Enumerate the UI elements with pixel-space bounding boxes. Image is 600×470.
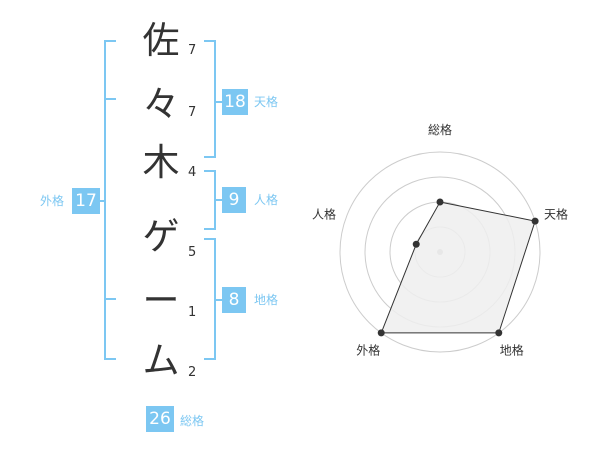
radar-point-2 <box>531 217 539 225</box>
stroke-count-6: 2 <box>188 365 197 380</box>
stroke-count-4: 5 <box>188 245 197 260</box>
stroke-count-1: 7 <box>188 43 197 58</box>
radar-point-5 <box>412 240 420 248</box>
radar-area <box>380 201 536 334</box>
stroke-count-5: 1 <box>188 305 197 320</box>
radar-point-3 <box>495 329 503 337</box>
soukaku-label: 総格 <box>180 414 205 428</box>
radar-points <box>377 198 539 337</box>
gaikaku-value: 17 <box>72 188 100 214</box>
jinkaku-value: 9 <box>222 187 246 213</box>
name-char-6: ム <box>142 339 180 382</box>
stroke-count-2: 7 <box>188 105 197 120</box>
radar-axis-label-1: 総格 <box>428 122 452 137</box>
radar-axis-label-5: 人格 <box>312 206 336 221</box>
name-char-4: ゲ <box>142 215 180 258</box>
tenkaku-value: 18 <box>222 89 248 115</box>
tenkaku-label: 天格 <box>254 95 279 109</box>
radar-axis-label-3: 地格 <box>500 343 524 358</box>
radar-axis-label-2: 天格 <box>544 206 568 221</box>
chikaku-label: 地格 <box>254 293 279 307</box>
jinkaku-label: 人格 <box>254 193 279 207</box>
name-char-2: 々 <box>142 83 180 126</box>
radar-point-1 <box>436 198 444 206</box>
name-char-3: 木 <box>142 141 180 184</box>
radar-axis-label-4: 外格 <box>356 343 380 358</box>
gaikaku-label: 外格 <box>40 194 65 208</box>
radar-grid-ring-4 <box>339 151 541 353</box>
radar-point-4 <box>377 329 385 337</box>
stroke-count-3: 4 <box>188 165 197 180</box>
chikaku-value: 8 <box>222 287 246 313</box>
name-char-1: 佐 <box>142 19 180 62</box>
soukaku-value: 26 <box>146 406 174 432</box>
name-char-5: ー <box>142 279 180 322</box>
